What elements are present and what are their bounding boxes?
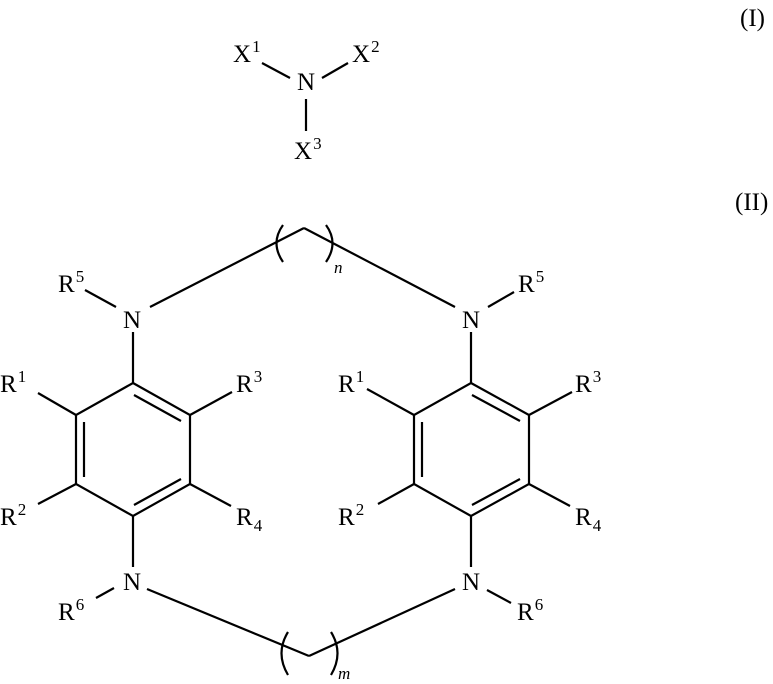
- left-r5-index: 5: [75, 267, 85, 286]
- formula-i-label: (I): [740, 5, 765, 32]
- right-r2-index: 2: [355, 500, 365, 519]
- left-r6-label: R6: [58, 596, 84, 626]
- left-r2-index: 2: [17, 500, 27, 519]
- right-r4-index: 4: [592, 516, 602, 535]
- right-r4-symbol: R: [575, 504, 592, 531]
- right-r1-label: R1: [338, 368, 364, 398]
- n-atom-formula-i: N: [297, 69, 316, 96]
- left-r4-index: 4: [253, 516, 263, 535]
- right-r5-label: R5: [518, 268, 544, 298]
- left-r1-label: R1: [0, 368, 26, 398]
- right-r3-index: 3: [592, 367, 602, 386]
- right-r2-symbol: R: [338, 504, 355, 531]
- right-r3-symbol: R: [575, 371, 592, 398]
- left-r4-symbol: R: [236, 504, 253, 531]
- x3-index: 3: [313, 134, 322, 153]
- left-n-top: N: [123, 307, 142, 334]
- x1-label: X1: [233, 38, 261, 68]
- right-r6-label: R6: [517, 596, 543, 626]
- left-n-bottom: N: [123, 569, 142, 596]
- top-linker-index-n: n: [334, 258, 343, 277]
- x3-symbol: X: [294, 138, 313, 165]
- right-n-bottom: N: [462, 569, 481, 596]
- right-r6-symbol: R: [517, 599, 534, 626]
- left-r2-label: R2: [0, 501, 26, 531]
- right-r6-index: 6: [534, 595, 544, 614]
- x1-index: 1: [252, 37, 261, 56]
- x2-symbol: X: [352, 41, 371, 68]
- left-r1-symbol: R: [0, 371, 17, 398]
- right-r1-symbol: R: [338, 371, 355, 398]
- left-r6-index: 6: [75, 595, 85, 614]
- right-r1-index: 1: [355, 367, 365, 386]
- right-r4-label: R4: [575, 504, 601, 534]
- left-r5-label: R5: [58, 268, 84, 298]
- right-r2-label: R2: [338, 501, 364, 531]
- left-r3-label: R3: [236, 368, 262, 398]
- right-r3-label: R3: [575, 368, 601, 398]
- x1-symbol: X: [233, 41, 252, 68]
- left-r6-symbol: R: [58, 599, 75, 626]
- left-r4-label: R4: [236, 504, 262, 534]
- left-r3-symbol: R: [236, 371, 253, 398]
- left-r3-index: 3: [253, 367, 263, 386]
- x3-label: X3: [294, 135, 322, 165]
- formula-ii-label: (II): [735, 189, 769, 216]
- right-r5-symbol: R: [518, 271, 535, 298]
- left-r5-symbol: R: [58, 271, 75, 298]
- left-r1-index: 1: [17, 367, 27, 386]
- x2-label: X2: [352, 38, 380, 68]
- right-r5-index: 5: [535, 267, 545, 286]
- left-r2-symbol: R: [0, 504, 17, 531]
- bottom-linker-index-m: m: [338, 664, 351, 683]
- x2-index: 2: [371, 37, 380, 56]
- right-n-top: N: [462, 307, 481, 334]
